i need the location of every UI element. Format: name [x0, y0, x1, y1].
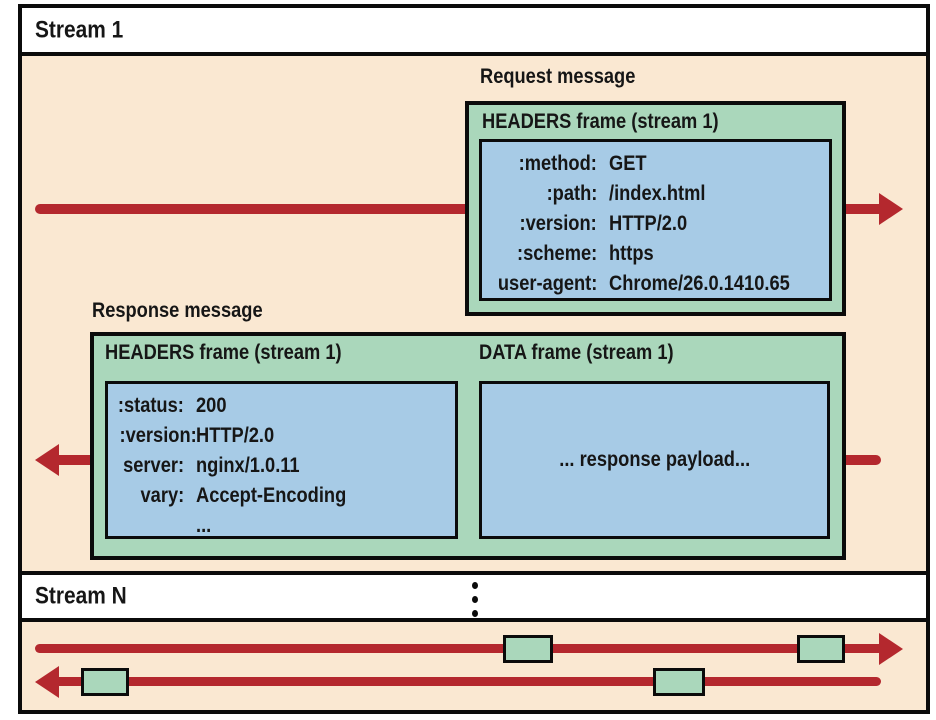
header-value: 200 [196, 394, 227, 417]
stream1-section: Request message HEADERS frame (stream 1)… [22, 56, 926, 571]
request-arrow-head-icon [879, 193, 903, 225]
response-arrow-head-icon [35, 444, 59, 476]
header-value: GET [609, 152, 647, 175]
header-row: :status: 200 [108, 391, 455, 421]
header-key [108, 514, 184, 538]
header-value: HTTP/2.0 [609, 212, 688, 235]
header-key: :status: [118, 394, 184, 417]
response-frames-group: HEADERS frame (stream 1) DATA frame (str… [90, 332, 846, 560]
header-row: :scheme: https [482, 239, 829, 269]
frame-marker [503, 635, 553, 663]
request-headers-frame: HEADERS frame (stream 1) :method: GET :pa… [465, 101, 846, 316]
header-row: vary: Accept-Encoding [108, 481, 455, 511]
frame-marker [81, 668, 129, 696]
header-row: :path: /index.html [482, 179, 829, 209]
header-value: Chrome/26.0.1410.65 [609, 272, 790, 295]
header-value: ... [196, 514, 212, 537]
request-headers-frame-title: HEADERS frame (stream 1) [482, 110, 719, 133]
header-key: :method: [518, 152, 597, 175]
response-message-label: Response message [92, 299, 263, 322]
request-message-label: Request message [480, 65, 636, 88]
request-headers-list: :method: GET :path: /index.html :version: H… [479, 139, 832, 301]
streamN-bar: Stream N [22, 571, 926, 622]
streamN-label: Stream N [35, 582, 127, 610]
frame-marker [797, 635, 845, 663]
header-value: https [609, 242, 654, 265]
header-key: :scheme: [516, 242, 597, 265]
header-row: user-agent: Chrome/26.0.1410.65 [482, 269, 829, 299]
header-key: user-agent: [497, 272, 597, 295]
response-headers-frame-title: HEADERS frame (stream 1) [105, 341, 342, 364]
streamN-request-arrow-head-icon [879, 633, 903, 665]
request-arrow-line [35, 204, 881, 214]
header-value: nginx/1.0.11 [196, 454, 300, 477]
header-key: :path: [546, 182, 597, 205]
header-row: :version:HTTP/2.0 [108, 421, 455, 451]
streamN-response-arrow-line [46, 677, 881, 686]
stream1-label: Stream 1 [35, 16, 124, 44]
response-payload-text: ... response payload... [559, 448, 750, 471]
header-row: server: nginx/1.0.11 [108, 451, 455, 481]
streamN-section [22, 622, 926, 710]
header-row: :version: HTTP/2.0 [482, 209, 829, 239]
frame-marker [653, 668, 705, 696]
streamN-request-arrow-line [35, 644, 881, 653]
header-key: :version: [519, 212, 597, 235]
response-data-payload-box: ... response payload... [479, 381, 830, 539]
stream1-bar: Stream 1 [22, 8, 926, 56]
streamN-response-arrow-head-icon [35, 666, 59, 698]
response-headers-list: :status: 200 :version:HTTP/2.0 server: ngi… [105, 381, 458, 539]
connection-frame: Stream 1 Request message HEADERS frame (… [18, 4, 930, 714]
header-value: HTTP/2.0 [196, 424, 275, 447]
header-row: :method: GET [482, 149, 829, 179]
header-key: vary: [140, 484, 184, 507]
header-row: ... [108, 511, 455, 541]
response-data-frame-title: DATA frame (stream 1) [479, 341, 674, 364]
header-value: /index.html [609, 182, 706, 205]
header-key: :version: [119, 424, 197, 447]
more-streams-ellipsis-icon [472, 579, 478, 621]
header-value: Accept-Encoding [196, 484, 347, 507]
header-key: server: [123, 454, 184, 477]
